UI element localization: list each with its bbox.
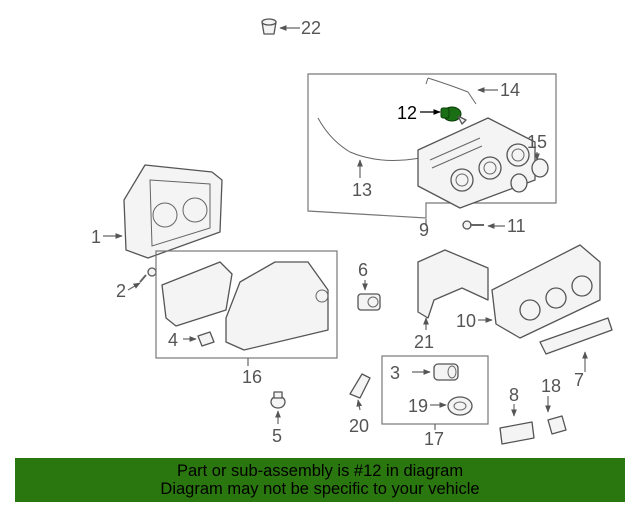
part-14-cable[interactable]: 14 [425, 77, 520, 105]
callout-20: 20 [349, 416, 369, 436]
climate-control-panel [417, 117, 536, 209]
info-banner: Part or sub-assembly is #12 in diagram D… [15, 458, 625, 502]
part-4-clip[interactable]: 4 [168, 330, 215, 350]
callout-1: 1 [91, 227, 101, 247]
callout-19: 19 [408, 396, 428, 416]
callout-2: 2 [116, 281, 126, 301]
callout-13: 13 [352, 180, 372, 200]
callout-6: 6 [358, 260, 368, 280]
part-22-clip[interactable]: 22 [261, 18, 321, 38]
banner-line-1: Part or sub-assembly is #12 in diagram [176, 462, 464, 480]
part-8-switch[interactable]: 18 [541, 376, 567, 435]
part-3-bezel-box[interactable]: 16 [155, 250, 338, 387]
part-1-instrument-cluster[interactable]: 1 [91, 164, 223, 259]
part-7-switch[interactable]: 8 [499, 385, 535, 445]
callout-17: 17 [424, 429, 444, 449]
part-13-cable[interactable]: 13 [317, 117, 441, 200]
callout-10: 10 [456, 311, 476, 331]
part-11-screw[interactable]: 11 [462, 216, 526, 236]
banner-line-2: Diagram may not be specific to your vehi… [160, 480, 480, 498]
callout-18: 3 [390, 363, 400, 383]
callout-16: 7 [574, 370, 584, 390]
part-16-switch-panel[interactable]: 7 [539, 317, 613, 390]
callout-7: 8 [509, 385, 519, 405]
part-21-bracket[interactable]: 21 [414, 249, 489, 352]
cluster-trim-pieces [161, 261, 329, 351]
part-2-screw[interactable]: 2 [116, 267, 157, 301]
part-9-control-assembly-box[interactable]: 9 [307, 73, 557, 240]
callout-15: 15 [527, 132, 547, 152]
part-17-box[interactable]: 17 [381, 355, 489, 449]
callout-9: 9 [419, 220, 429, 240]
part-6-switch[interactable]: 6 [357, 260, 381, 311]
part-20-cover[interactable]: 20 [349, 373, 371, 436]
callout-5: 5 [272, 426, 282, 446]
callout-4: 4 [168, 330, 178, 350]
callout-8: 18 [541, 376, 561, 396]
part-18-socket[interactable]: 3 [390, 363, 459, 383]
part-10-control-unit[interactable]: 10 [456, 244, 601, 339]
callout-3: 16 [242, 367, 262, 387]
callout-14: 14 [500, 80, 520, 100]
callout-22: 22 [301, 18, 321, 38]
part-5-bulb[interactable]: 5 [270, 391, 286, 446]
part-12-highlighted[interactable]: 12 [397, 103, 467, 125]
part-19-ring[interactable]: 19 [408, 396, 473, 416]
callout-21: 21 [414, 332, 434, 352]
callout-12: 12 [397, 103, 417, 123]
part-15-knob[interactable]: 15 [510, 132, 549, 193]
callout-11: 11 [507, 216, 526, 236]
